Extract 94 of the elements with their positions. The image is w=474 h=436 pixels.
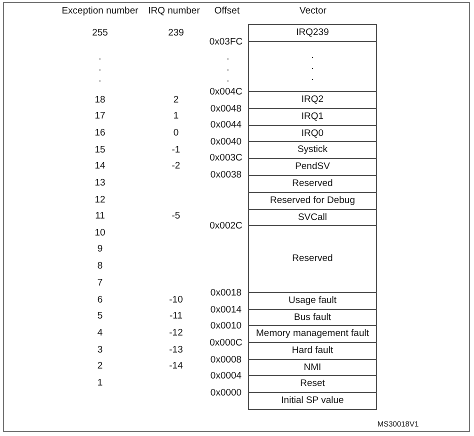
- vector-cell: [248, 392, 377, 410]
- exception-number: 13: [94, 178, 106, 188]
- vector-name: SVCall: [298, 212, 328, 224]
- vector-cell: [248, 108, 377, 126]
- offset-address: 0x0018: [210, 288, 242, 298]
- offset-address: 0x0048: [210, 104, 242, 114]
- vector-cell: [248, 91, 377, 109]
- offset-address: 0x03FC: [209, 36, 243, 48]
- offset-address: 0x0044: [210, 120, 242, 130]
- offset-address: 0x0008: [210, 354, 242, 366]
- vector-name: PendSV: [295, 161, 330, 173]
- ellipsis-dot: .: [311, 61, 314, 72]
- vector-cell: [248, 325, 377, 343]
- vector-name: Reserved: [292, 253, 333, 265]
- column-header: IRQ number: [148, 6, 200, 16]
- column-header: Offset: [214, 6, 240, 16]
- ellipsis-dot: .: [226, 62, 230, 74]
- irq-number: 1: [173, 110, 179, 122]
- vector-cell: [248, 158, 377, 176]
- exception-number: 255: [92, 28, 108, 38]
- irq-number: -11: [169, 310, 183, 322]
- irq-number: -12: [169, 328, 183, 338]
- ellipsis-dot: .: [98, 74, 102, 84]
- vector-name: Usage fault: [288, 295, 337, 307]
- offset-address: 0x000C: [210, 338, 242, 348]
- exception-number: 5: [97, 310, 103, 322]
- exception-number: 11: [95, 210, 105, 222]
- vector-cell: [248, 359, 377, 376]
- irq-number: -5: [172, 210, 180, 222]
- vector-name: IRQ0: [301, 128, 324, 140]
- column-header: Exception number: [62, 6, 138, 16]
- vector-cell: [248, 125, 377, 142]
- exception-number: 18: [94, 94, 106, 106]
- offset-address: 0x0000: [210, 388, 242, 398]
- exception-number: 17: [94, 110, 106, 122]
- exception-number: 8: [97, 260, 103, 272]
- irq-number: -2: [172, 160, 180, 172]
- irq-number: -10: [169, 294, 183, 306]
- vector-name: NMI: [304, 362, 322, 374]
- vector-name: Bus fault: [294, 312, 331, 324]
- exception-number: 15: [94, 144, 106, 156]
- ellipsis-dot: .: [226, 52, 230, 62]
- irq-number: -1: [172, 144, 180, 156]
- exception-number: 4: [97, 328, 103, 338]
- offset-address: 0x003C: [210, 152, 242, 164]
- vector-cell: [248, 225, 377, 293]
- exception-number: 10: [94, 228, 106, 238]
- ellipsis-dot: .: [226, 74, 230, 84]
- vector-cell: [248, 175, 377, 193]
- column-header: Vector: [300, 6, 326, 16]
- vector-cell: [248, 141, 377, 159]
- vector-name: Reserved for Debug: [270, 195, 356, 207]
- vector-cell: [248, 24, 377, 42]
- vector-cell: [248, 41, 377, 92]
- exception-number: 9: [97, 244, 103, 254]
- vector-cell: [248, 375, 377, 393]
- vector-name: IRQ2: [301, 94, 324, 106]
- exception-number: 1: [97, 378, 103, 388]
- irq-number: 2: [173, 94, 179, 106]
- exception-number: 16: [94, 128, 106, 138]
- offset-address: 0x0004: [210, 370, 242, 382]
- vector-name: Memory management fault: [256, 328, 369, 340]
- offset-address: 0x004C: [210, 86, 242, 98]
- irq-number: 0: [173, 128, 179, 138]
- vector-name: Hard fault: [292, 345, 334, 357]
- offset-address: 0x0010: [210, 320, 242, 332]
- vector-cell: [248, 342, 377, 360]
- vector-name: Initial SP value: [281, 395, 344, 407]
- exception-number: 6: [97, 294, 103, 306]
- offset-address: 0x0038: [210, 170, 242, 180]
- exception-number: 3: [97, 344, 103, 356]
- ellipsis-dot: .: [98, 62, 102, 74]
- vector-cell: [248, 309, 377, 326]
- exception-number: 7: [97, 278, 103, 288]
- exception-number: 14: [94, 160, 106, 172]
- offset-address: 0x002C: [210, 220, 242, 232]
- vector-name: IRQ239: [296, 27, 329, 39]
- irq-number: 239: [168, 28, 184, 38]
- vector-name: Reset: [300, 378, 325, 390]
- vector-cell: [248, 192, 377, 210]
- ellipsis-dot: .: [311, 72, 314, 83]
- ellipsis-dot: .: [98, 52, 102, 62]
- ellipsis-dot: .: [311, 50, 314, 61]
- irq-number: -13: [169, 344, 183, 356]
- offset-address: 0x0040: [210, 136, 242, 148]
- exception-number: 2: [97, 360, 103, 372]
- vector-cell: [248, 209, 377, 226]
- vector-name: Systick: [297, 144, 328, 156]
- vector-name: IRQ1: [301, 111, 324, 123]
- offset-address: 0x0014: [210, 304, 242, 316]
- vector-cell: [248, 292, 377, 310]
- irq-number: -14: [169, 360, 183, 372]
- exception-number: 12: [94, 194, 106, 206]
- vector-name: Reserved: [292, 178, 333, 190]
